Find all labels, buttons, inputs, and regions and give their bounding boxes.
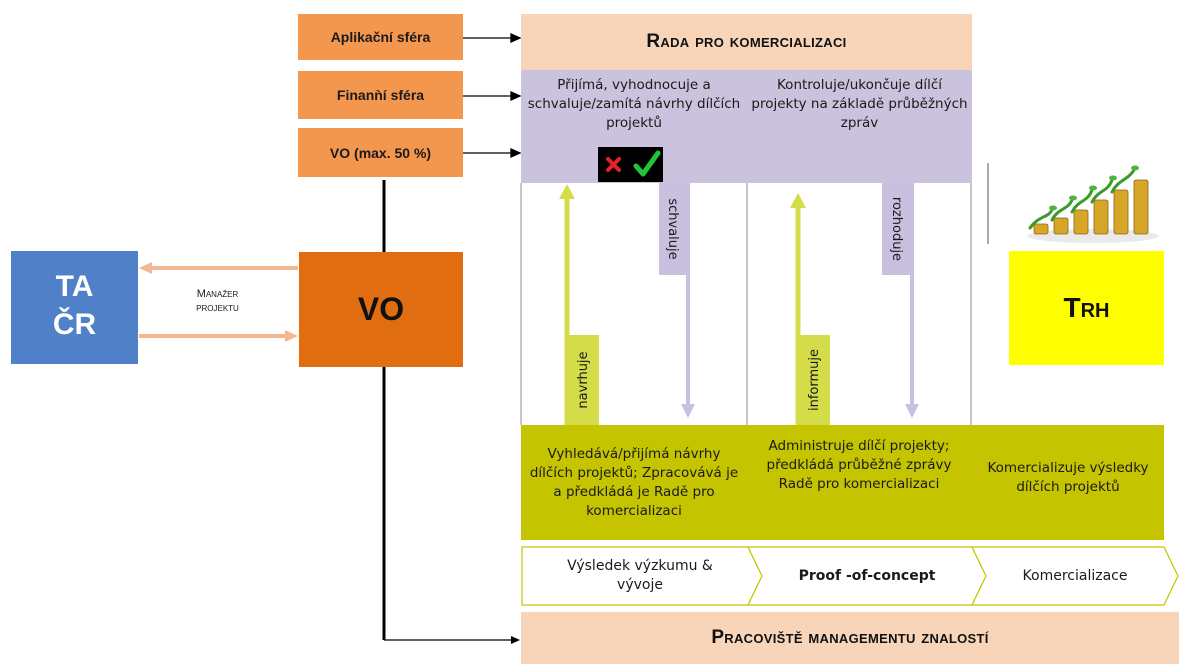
vo-max-box: VO (max. 50 %) bbox=[298, 128, 463, 177]
x-icon-svg bbox=[606, 157, 621, 172]
olive-col2-text: Administruje dílčí projekty; předkládá p… bbox=[766, 438, 952, 492]
manager-label: Manažer projektu bbox=[150, 287, 285, 315]
schvaluje-label: schvaluje bbox=[665, 198, 681, 260]
rozhoduje-label: rozhoduje bbox=[889, 196, 905, 262]
olive-col1: Vyhledává/přijímá návrhy dílčích projekt… bbox=[521, 425, 747, 540]
manager-line2: projektu bbox=[196, 302, 239, 314]
trh-box: Trh bbox=[1009, 251, 1164, 365]
chevron-proof-of-concept: Proof -of-concept bbox=[798, 567, 936, 584]
chevron-komercializace: Komercializace bbox=[1022, 567, 1128, 584]
chevron-vyzkum: Výsledek výzkumu & vývoje bbox=[567, 558, 713, 593]
financni-sfera-box: Finanǹí sféra bbox=[298, 71, 463, 119]
olive-col3-text: Komercializuje výsledky dílčích projektů bbox=[987, 460, 1149, 495]
manager-line1: Manažer bbox=[196, 288, 239, 300]
coin-stack-growth-icon bbox=[1022, 158, 1164, 246]
rada-left-text: Přijímá, vyhodnocuje a schvaluje/zamítá … bbox=[527, 77, 741, 131]
check-icon-svg bbox=[633, 150, 661, 177]
vo-box: VO bbox=[299, 252, 463, 367]
coins-svg bbox=[1027, 165, 1159, 243]
rada-right-panel: Kontroluje/ukončuje dílčí projekty na zá… bbox=[747, 70, 972, 183]
tacr-line2: ČR bbox=[52, 308, 97, 341]
navrhuje-label: navrhuje bbox=[575, 351, 591, 409]
tacr-box: TA ČR bbox=[11, 251, 138, 364]
olive-col3: Komercializuje výsledky dílčích projektů bbox=[971, 425, 1164, 540]
rada-right-text: Kontroluje/ukončuje dílčí projekty na zá… bbox=[751, 77, 968, 131]
x-icon bbox=[598, 147, 629, 182]
rada-header: Rada pro komercializaci bbox=[521, 14, 972, 70]
informuje-label: informuje bbox=[806, 349, 822, 412]
check-icon bbox=[629, 147, 663, 182]
olive-col2: Administruje dílčí projekty; předkládá p… bbox=[747, 425, 971, 540]
pracoviste-header: Pracoviště managementu znalostí bbox=[521, 612, 1179, 664]
olive-col1-text: Vyhledává/přijímá návrhy dílčích projekt… bbox=[529, 446, 739, 519]
tacr-line1: TA bbox=[55, 270, 94, 303]
aplikacni-sfera-box: Aplikační sféra bbox=[298, 14, 463, 60]
